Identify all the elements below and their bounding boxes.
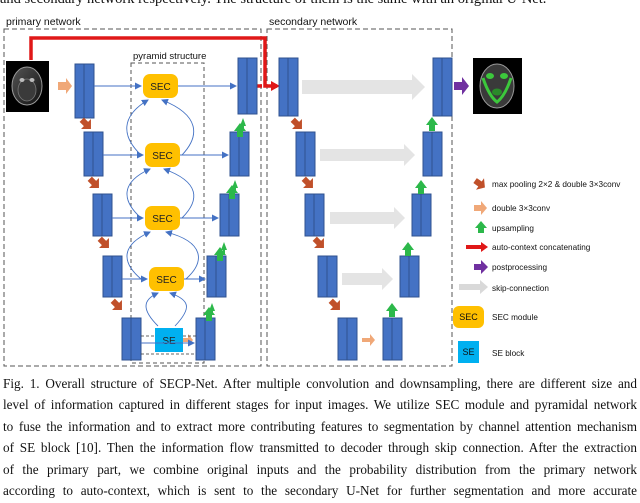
caption-line: level of information captured in differe… xyxy=(3,397,637,413)
secondary-network-label: secondary network xyxy=(269,16,358,28)
svg-text:auto-context concatenating: auto-context concatenating xyxy=(492,243,591,252)
sec-module: SEC xyxy=(149,267,184,291)
legend-item-max-pooling: max pooling 2×2 & double 3×3conv xyxy=(473,178,621,190)
sec-label: SEC xyxy=(150,82,171,93)
svg-text:skip-connection: skip-connection xyxy=(492,284,549,293)
output-segmentation-image xyxy=(473,58,522,114)
sec-module: SEC xyxy=(145,206,180,230)
legend-item-postprocessing: postprocessing xyxy=(474,260,548,274)
conv-block xyxy=(408,255,420,298)
caption-line: of SE block [10]. Then the information f… xyxy=(3,440,637,456)
primary-network-panel xyxy=(3,28,262,367)
figure-canvas: primary network secondary network pyrami… xyxy=(3,16,621,367)
secondary-encoder xyxy=(278,57,358,361)
primary-network-label: primary network xyxy=(6,16,81,28)
upsampling-arrows-secondary xyxy=(386,117,438,317)
skip-connections xyxy=(302,74,425,290)
legend-item-se-block: SE SE block xyxy=(458,341,525,363)
primary-encoder xyxy=(74,63,142,361)
double-conv-arrow xyxy=(58,78,72,94)
auto-context-path xyxy=(29,36,280,91)
se-label: SE xyxy=(162,336,176,347)
figure-caption: Fig. 1. Overall structure of SECP-Net. A… xyxy=(3,373,637,501)
conv-block xyxy=(111,255,123,298)
conv-block xyxy=(326,255,338,298)
pyramid-connections xyxy=(94,82,237,347)
svg-text:upsampling: upsampling xyxy=(492,224,534,233)
se-block: SE xyxy=(155,328,183,352)
preceding-text-line: and secondary network respectively. The … xyxy=(0,0,640,8)
conv-block xyxy=(246,57,258,115)
upsampling-arrows xyxy=(209,118,246,315)
secondary-decoder xyxy=(382,57,453,361)
legend-item-sec-module: SEC SEC module xyxy=(453,306,538,328)
conv-block xyxy=(287,57,299,117)
sec-label: SEC xyxy=(152,214,173,225)
svg-text:SE: SE xyxy=(462,347,474,357)
caption-line: of the primary part, we combine original… xyxy=(3,461,637,477)
conv-block xyxy=(441,57,453,117)
se-dashed-loop xyxy=(141,335,196,355)
secondary-network-panel xyxy=(266,28,453,367)
svg-text:max pooling 2×2 & double 3×3co: max pooling 2×2 & double 3×3conv xyxy=(492,180,621,189)
max-pooling-arrows xyxy=(79,117,122,310)
legend-item-upsampling: upsampling xyxy=(475,221,534,233)
svg-text:double 3×3conv: double 3×3conv xyxy=(492,204,551,213)
max-pooling-arrows-secondary xyxy=(290,117,340,310)
double-conv-arrow xyxy=(362,334,375,346)
caption-line: according to auto-context, which is sent… xyxy=(3,483,637,499)
conv-block xyxy=(228,193,240,237)
conv-block xyxy=(92,131,104,177)
conv-block xyxy=(83,63,95,119)
legend-item-double-conv: double 3×3conv xyxy=(474,201,551,215)
sec-module: SEC xyxy=(145,143,180,167)
sec-label: SEC xyxy=(152,151,173,162)
postprocessing-arrow xyxy=(454,77,469,95)
svg-text:SEC: SEC xyxy=(459,312,478,322)
figure-1: primary network secondary network pyrami… xyxy=(3,16,621,367)
svg-text:SE block: SE block xyxy=(492,349,525,358)
conv-block xyxy=(420,193,432,237)
conv-block xyxy=(304,131,316,177)
svg-text:SEC module: SEC module xyxy=(492,313,538,322)
pyramid-structure-box xyxy=(130,62,205,364)
conv-block xyxy=(431,131,443,177)
svg-text:postprocessing: postprocessing xyxy=(492,263,548,272)
conv-block xyxy=(313,193,325,237)
caption-line: Fig. 1. Overall structure of SECP-Net. A… xyxy=(3,376,637,391)
input-ct-image xyxy=(6,61,49,112)
conv-block xyxy=(391,317,403,361)
conv-block xyxy=(238,131,250,177)
sec-module: SEC xyxy=(143,74,178,98)
caption-line: to fuse the information and to extract m… xyxy=(3,418,637,434)
conv-block xyxy=(346,317,358,361)
conv-block xyxy=(101,193,113,237)
pyramid-structure-label: pyramid structure xyxy=(133,51,206,62)
sec-label: SEC xyxy=(156,275,177,286)
legend: max pooling 2×2 & double 3×3conv double … xyxy=(453,178,621,363)
conv-block xyxy=(204,317,216,361)
legend-item-auto-context: auto-context concatenating xyxy=(466,242,591,252)
conv-block xyxy=(215,255,227,298)
upsampling-arrows-large xyxy=(203,123,246,321)
conv-block xyxy=(130,317,142,361)
legend-item-skip-connection: skip-connection xyxy=(459,280,549,294)
